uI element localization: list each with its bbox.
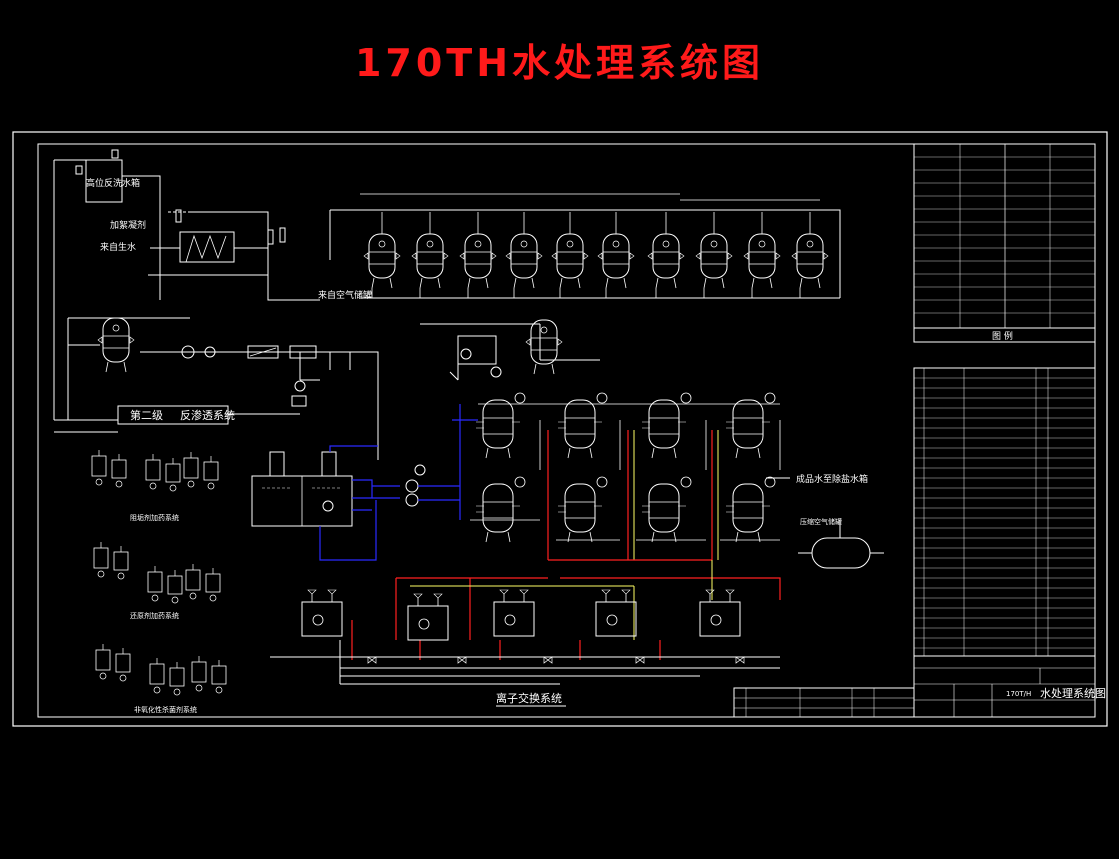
product-water-label: 成品水至除盐水箱 xyxy=(796,473,868,485)
second-stage-label: 第二级 xyxy=(130,408,163,422)
compressed-air-label: 压缩空气储罐 xyxy=(800,517,842,526)
intermediate-tank xyxy=(251,404,478,561)
filter-vessel-row xyxy=(363,212,829,298)
air-supply-line: 来自空气储罐 xyxy=(267,193,841,301)
drawing-name: 水处理系统图 xyxy=(1040,687,1106,700)
left-dosing-subsystems: 阻垢剂加药系统 还原剂加药系统 非氧化性杀菌剂系统 xyxy=(91,449,227,714)
title-block: 170T/H 水处理系统图 xyxy=(733,655,1106,718)
equipment-list xyxy=(913,367,1096,657)
sub1-label: 阻垢剂加药系统 xyxy=(130,513,179,522)
page-title: 170TH水处理系统图 xyxy=(354,41,765,85)
regeneration-pipes xyxy=(351,559,781,660)
air-label: 来自空气储罐 xyxy=(318,289,372,301)
dosing-label: 加絮凝剂 xyxy=(110,219,146,231)
drawing-code: 170T/H xyxy=(1006,690,1031,698)
dosing-skid-top xyxy=(420,319,600,381)
ro-chain: 第二级 反渗透系统 xyxy=(54,317,379,460)
high-tank-label: 高位反洗水箱 xyxy=(86,177,140,189)
outer-frame xyxy=(12,131,1108,727)
ion-exchange-label: 离子交换系统 xyxy=(496,691,562,705)
dosing-heat-exchanger: 加絮凝剂 来自生水 xyxy=(100,209,286,276)
legend-table: 图 例 xyxy=(913,143,1096,343)
legend-title: 图 例 xyxy=(992,330,1013,342)
sub2-label: 还原剂加药系统 xyxy=(130,611,179,620)
inner-frame xyxy=(37,143,1096,718)
bottom-header: 离子交换系统 xyxy=(270,640,780,707)
sub3-label: 非氧化性杀菌剂系统 xyxy=(134,705,197,714)
high-level-tank-section: 高位反洗水箱 xyxy=(53,149,161,420)
compressed-air-tank: 压缩空气储罐 xyxy=(798,517,884,569)
ro-system-label: 反渗透系统 xyxy=(180,408,235,422)
raw-water-label: 来自生水 xyxy=(100,241,136,253)
regeneration-tanks xyxy=(301,589,741,641)
ion-exchange-columns: 成品水至除盐水箱 xyxy=(470,392,868,560)
